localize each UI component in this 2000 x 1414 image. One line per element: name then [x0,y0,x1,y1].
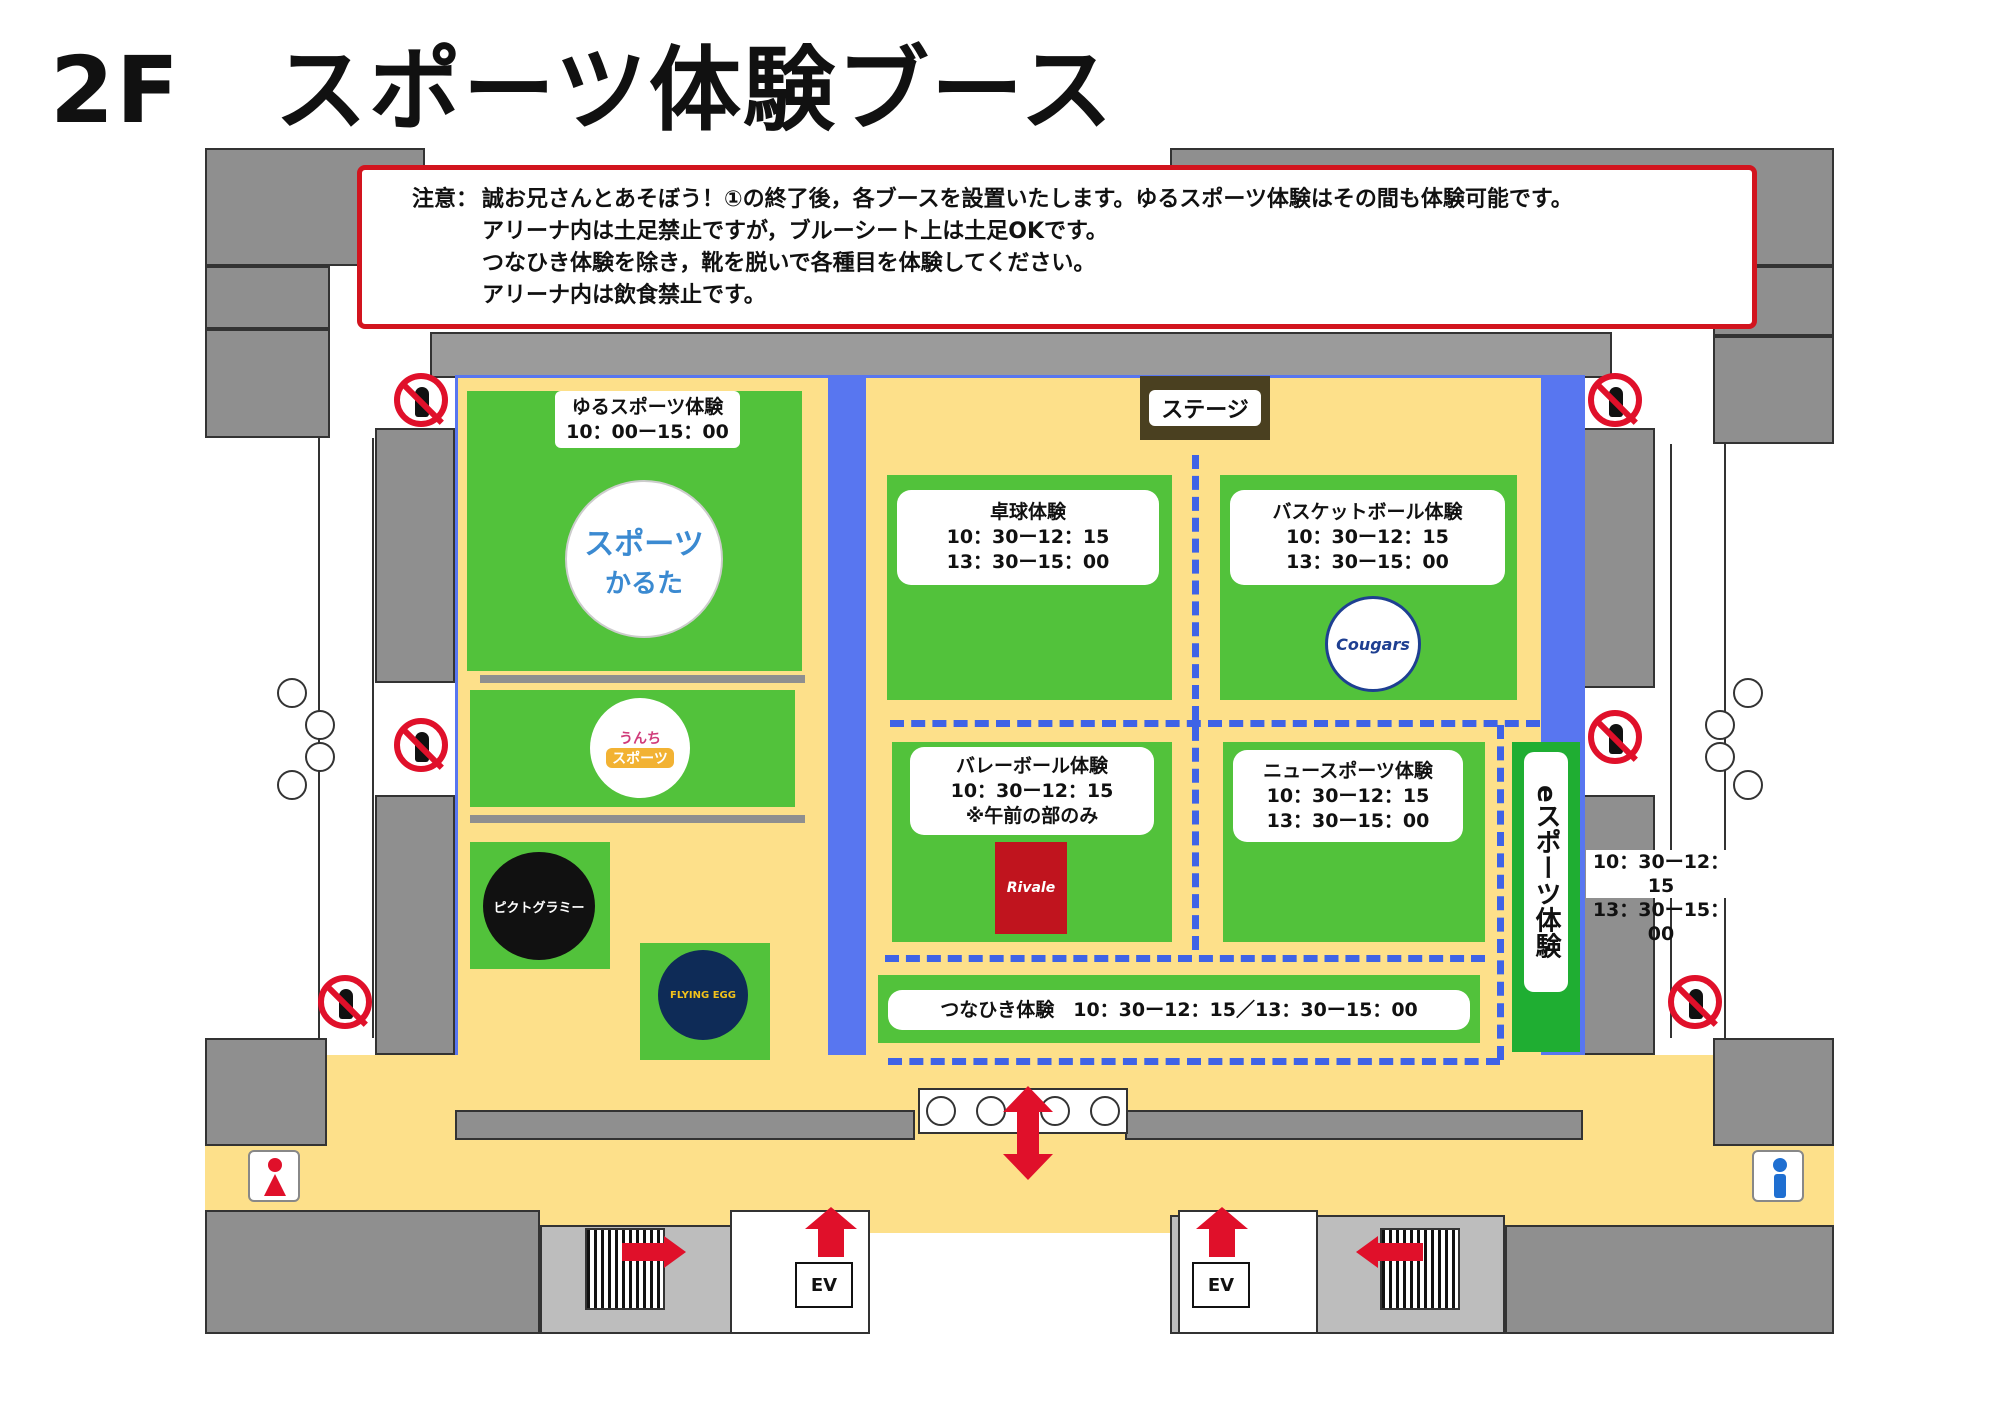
divider [470,815,805,823]
arrow-icon [1196,1207,1248,1229]
corridor-right [1670,444,1726,1038]
arrow-icon [805,1207,857,1229]
elevator-button[interactable]: EV [795,1262,853,1308]
restroom-men-icon [1752,1150,1804,1202]
dashed-lane [1192,455,1199,950]
restroom-women-icon [248,1150,300,1202]
booth-newsports-card: ニュースポーツ体験 10：30ー12：15 13：30ー15：00 [1233,750,1463,842]
arrow-icon [622,1243,667,1261]
booth-time: 10：30ー12：15 [1286,526,1449,548]
arrow-icon [1003,1154,1053,1180]
notice-line: つなひき体験を除き，靴を脱いで各種目を体験してください。 [482,251,1096,276]
door-icon [275,670,335,805]
no-shoes-icon [1668,975,1722,1029]
stairs-icon [1380,1228,1460,1310]
arrow-icon [818,1229,844,1257]
karuta-text: かるた [604,568,683,599]
flying-egg-logo: FLYING EGG [658,950,748,1040]
wall-left-lower-1 [205,1038,327,1146]
notice-line: アリーナ内は土足禁止ですが，ブルーシート上は土足OKです。 [482,219,1108,244]
booth-yuru-sports-card: ゆるスポーツ体験 10：00ー15：00 [555,391,740,448]
booth-basket-card: バスケットボール体験 10：30ー12：15 13：30ー15：00 [1230,490,1505,585]
notice-label: 注意： [412,187,479,212]
wall-arena-bottom-right [1125,1110,1583,1140]
booth-esports-card: eスポーツ体験 [1524,752,1568,992]
arrow-icon [1003,1086,1053,1112]
booth-time: 13：30ー15：00 [946,551,1110,573]
wall-left-upper-1 [205,266,330,329]
booth-note: ※午前の部のみ [965,804,1099,827]
unchi-text: スポーツ [606,748,674,768]
booth-time: 10：30ー12：15 [946,526,1110,548]
booth-time: 10：00ー15：00 [566,420,729,443]
notice-box: 注意：誠お兄さんとあそぼう！①の終了後，各ブースを設置いたします。ゆるスポーツ体… [357,165,1757,329]
booth-name: 卓球体験 [989,501,1066,523]
arrow-icon [1378,1243,1423,1261]
cougars-logo: Cougars [1325,596,1421,692]
arena-left-wall-2 [375,795,455,1055]
arena-back-wall [430,332,1612,378]
booth-tsunahiki-card: つなひき体験 10：30ー12：15／13：30ー15：00 [888,990,1470,1030]
booth-takkyu-card: 卓球体験 10：30ー12：15 13：30ー15：00 [897,490,1159,585]
karuta-text: スポーツ [584,526,704,562]
unchi-text: うんち [619,731,661,747]
dashed-lane [890,720,1540,727]
pictogram-text: ピクトグラミー [493,900,585,916]
booth-time: 10：30ー12：15 [1266,784,1430,807]
cougars-text: Cougars [1336,634,1410,654]
stairs-icon [585,1228,665,1310]
booth-time: 10：30ー12：15 [950,779,1114,802]
booth-name: つなひき体験 10：30ー12：15／13：30ー15：00 [940,998,1418,1021]
no-shoes-icon [394,373,448,427]
notice-line: 誠お兄さんとあそぼう！①の終了後，各ブースを設置いたします。ゆるスポーツ体験はそ… [482,187,1573,212]
booth-name: バレーボール体験 [955,754,1108,777]
no-shoes-icon [1588,373,1642,427]
arrow-icon [1017,1110,1039,1156]
rivale-text: Rivale [1006,880,1056,896]
booth-volley-card: バレーボール体験 10：30ー12：15 ※午前の部のみ [910,747,1154,835]
unchi-logo: うんち スポーツ [590,698,690,798]
karuta-logo: スポーツ かるた [565,480,723,638]
rivale-logo: Rivale [995,842,1067,934]
booth-name: ニュースポーツ体験 [1263,759,1433,782]
pictogram-logo: ピクトグラミー [483,852,595,960]
dashed-lane [888,1058,1500,1065]
stage-label: ステージ [1149,390,1261,426]
booth-time: 13：30ー15：00 [1286,551,1449,573]
wall-bottom-left [205,1210,540,1334]
booth-time: 13：30ー15：00 [1266,809,1430,832]
elevator-label: EV [1207,1274,1235,1296]
wall-right-upper-2 [1713,336,1834,444]
wall-left-upper-2 [205,329,330,438]
booth-time: 10：30ー12：15 [1592,851,1730,897]
no-shoes-icon [1588,710,1642,764]
stage: ステージ [1140,376,1270,440]
arena-left-wall-1 [375,428,455,683]
elevator-label: EV [810,1274,838,1296]
arrow-icon [1356,1236,1378,1268]
dashed-lane [885,955,1485,962]
notice-line: アリーナ内は飲食禁止です。 [482,283,766,308]
door-icon [1705,670,1765,805]
booth-name: バスケットボール体験 [1272,501,1463,523]
wall-arena-bottom-left [455,1110,915,1140]
booth-time: 13：30ー15：00 [1592,899,1730,945]
arrow-icon [1209,1229,1235,1257]
arena-right-wall-1 [1580,428,1655,688]
esports-time-label: 10：30ー12：15 13：30ー15：00 [1586,850,1736,945]
wall-right-lower-1 [1713,1038,1834,1146]
elevator-button[interactable]: EV [1192,1262,1250,1308]
flying-egg-text: FLYING EGG [670,989,736,1001]
booth-name: eスポーツ体験 [1531,785,1561,959]
divider [480,675,805,683]
wall-bottom-right [1505,1225,1834,1334]
no-shoes-icon [394,718,448,772]
dashed-lane [1497,725,1504,1060]
page-title: 2F スポーツ体験ブース [50,37,1115,144]
booth-name: ゆるスポーツ体験 [571,395,724,418]
no-shoes-icon [318,975,372,1029]
arrow-icon [664,1236,686,1268]
